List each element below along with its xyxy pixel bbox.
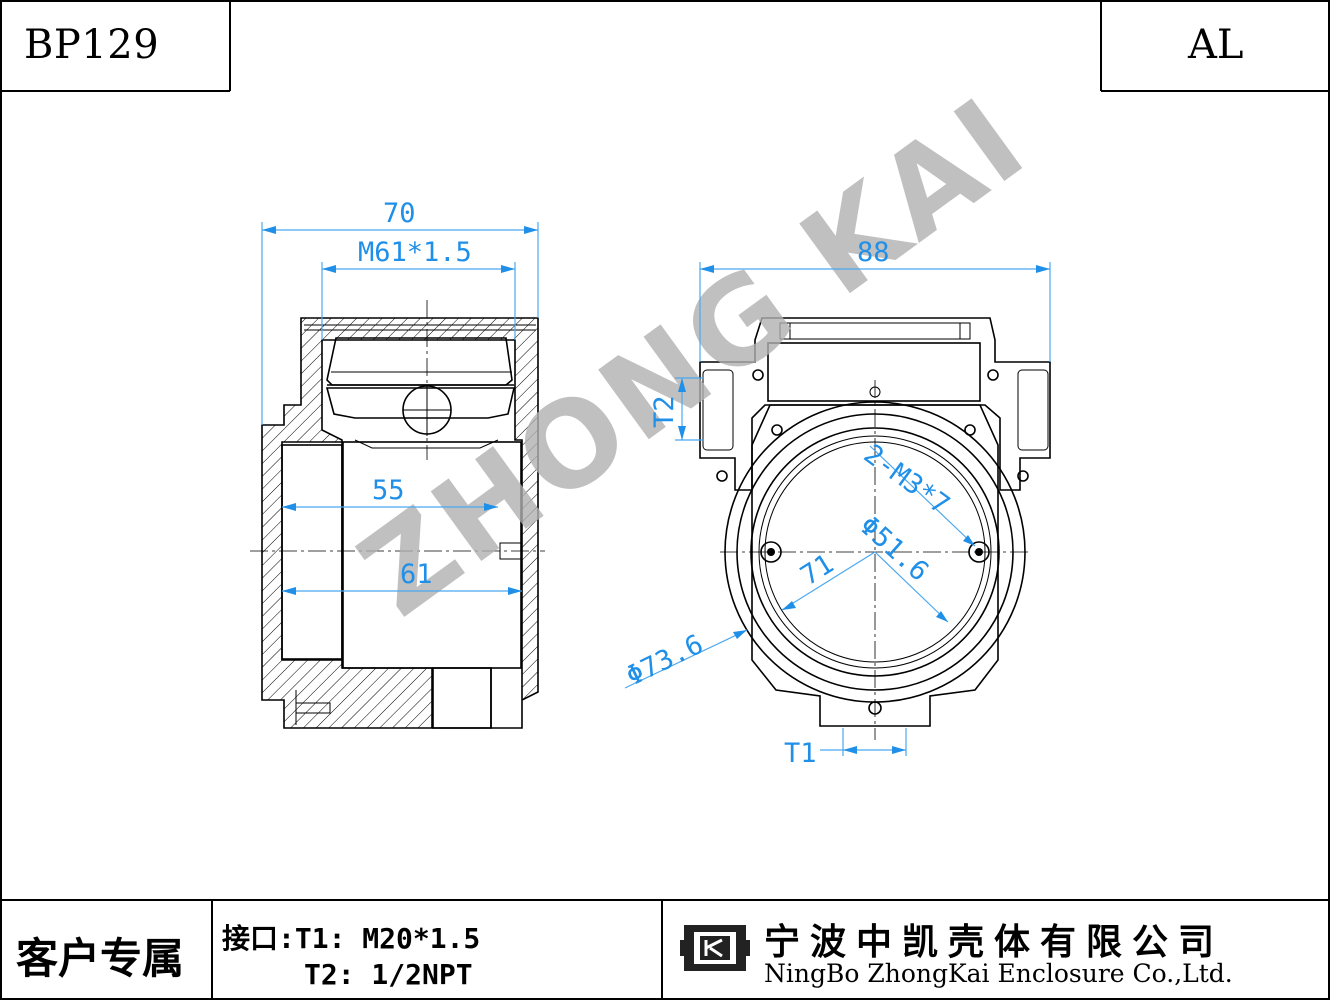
dim-front-width: 88: [857, 237, 890, 268]
company-logo: [680, 925, 750, 971]
dimension-side-thread: M61*1.5: [321, 237, 516, 340]
dimension-front-width: 88: [699, 237, 1051, 362]
company-name-en: NingBo ZhongKai Enclosure Co.,Ltd.: [764, 959, 1233, 988]
dimension-side-inner-b: 61: [282, 559, 522, 595]
dim-front-t2: T2: [649, 395, 680, 428]
dim-side-width: 70: [383, 198, 416, 229]
dimension-front-t1: T1: [784, 728, 907, 769]
dimension-front-dia-outer: Φ73.6: [621, 629, 748, 692]
port-spec-line1: 接口:T1: M20*1.5: [222, 922, 481, 955]
dim-front-pcd: 71: [795, 548, 839, 592]
port-spec-line2: T2: 1/2NPT: [304, 958, 473, 991]
side-section-view: [250, 300, 545, 729]
dim-front-dia-outer: Φ73.6: [621, 629, 708, 692]
front-view: [699, 317, 1051, 740]
part-number: BP129: [24, 22, 160, 68]
dim-front-t1: T1: [784, 738, 817, 769]
dim-front-dia-inner: Φ51.6: [853, 510, 934, 587]
dimension-front-t2: T2: [649, 377, 704, 441]
customer-label: 客户专属: [16, 934, 185, 983]
dimension-side-width: 70: [261, 198, 539, 425]
dim-side-inner-b: 61: [400, 559, 433, 590]
dimension-front-dia-inner: Φ51.6: [853, 510, 949, 623]
company-name-cn: 宁波中凯壳体有限公司: [764, 922, 1225, 963]
dimension-front-pcd: 71: [781, 548, 876, 611]
dimension-side-inner-a: 55: [282, 475, 498, 511]
dim-side-thread: M61*1.5: [358, 237, 472, 268]
material-code: AL: [1188, 22, 1244, 68]
watermark-text: ZHONG KAI: [335, 70, 1050, 642]
dim-side-inner-a: 55: [372, 475, 405, 506]
dim-front-screws: 2-M3*7: [858, 439, 955, 521]
